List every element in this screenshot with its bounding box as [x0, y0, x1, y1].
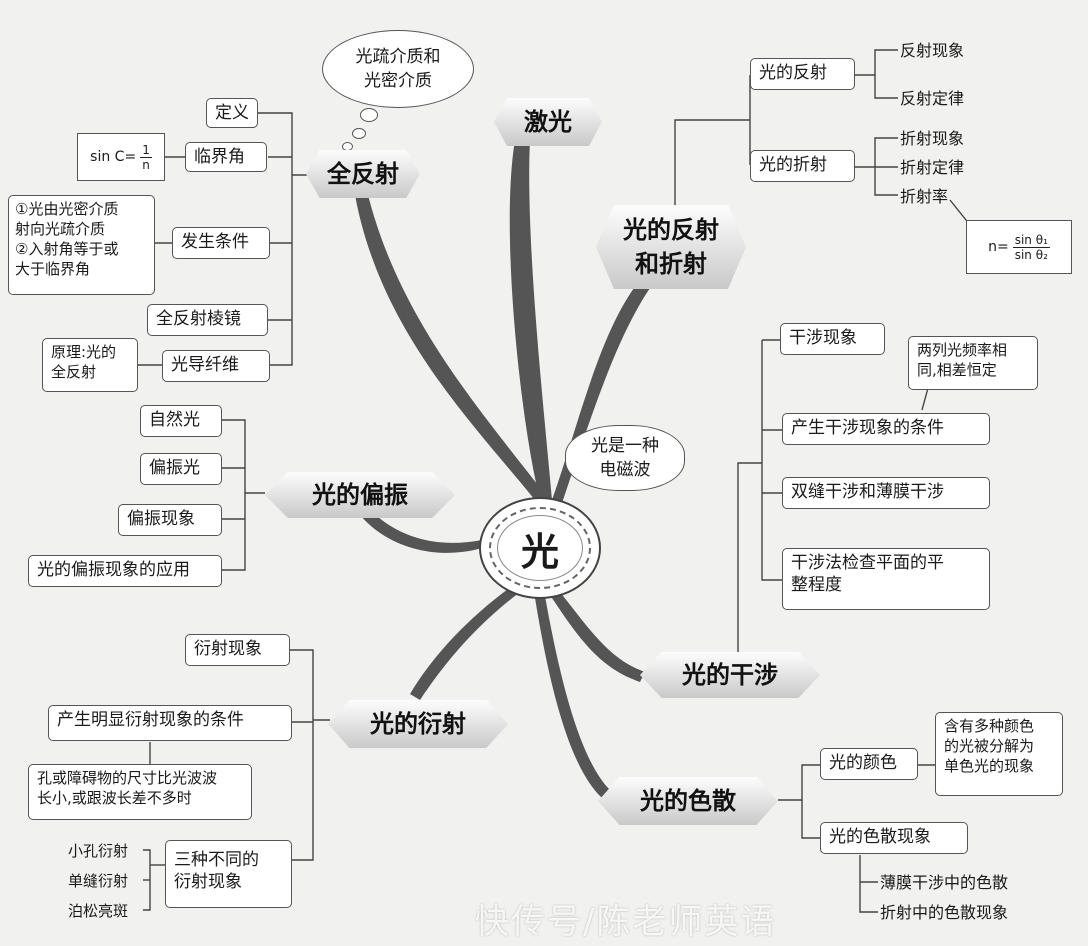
dif-phenomenon: 衍射现象: [185, 634, 290, 666]
branch-reflection-refraction-line-1: 光的反射: [623, 216, 719, 244]
rr-reflection-item-2: 反射定律: [900, 89, 965, 108]
rr-refraction-item-1: 折射现象: [900, 129, 965, 148]
tr-condition-line-2: 射向光疏介质: [15, 220, 106, 238]
int-flatness-line-1: 干涉法检查平面的平: [791, 553, 944, 573]
disp-note-line-2: 的光被分解为: [944, 737, 1035, 755]
tr-fiber: 光导纤维: [162, 350, 270, 382]
dif-type-pinhole: 小孔衍射: [68, 842, 129, 860]
center-ring-inner: [497, 515, 583, 581]
bubble-line-1: 光疏介质和: [355, 47, 441, 67]
int-phenomenon: 干涉现象: [780, 323, 885, 355]
center-label: 光: [520, 529, 559, 574]
branch-interference: 光的干涉: [640, 652, 820, 698]
center-node: 光: [479, 497, 601, 599]
rr-reflection: 光的反射: [750, 58, 855, 90]
trunk-branches: [355, 140, 650, 798]
bubble-dot-3: [342, 142, 353, 151]
tr-fiber-line-2: 全反射: [51, 363, 97, 381]
tr-formula-num: 1: [140, 142, 152, 158]
rr-reflection-item-1: 反射现象: [900, 41, 965, 60]
bubble-line-2: 光密介质: [364, 71, 432, 91]
pol-phenomenon: 偏振现象: [118, 504, 222, 536]
branch-reflection-refraction: 光的反射 和折射: [596, 205, 746, 289]
branch-polarization: 光的偏振: [265, 472, 455, 518]
disp-color: 光的颜色: [820, 748, 918, 780]
pol-natural-light: 自然光: [140, 405, 222, 437]
disp-note-line-1: 含有多种颜色: [944, 717, 1035, 735]
branch-laser: 激光: [494, 98, 602, 146]
dif-types: 三种不同的 衍射现象: [165, 840, 292, 908]
watermark: 快传号/陈老师英语: [475, 902, 777, 942]
dif-type-single-slit: 单缝衍射: [68, 872, 129, 890]
dif-types-line-2: 衍射现象: [174, 872, 242, 892]
center-note-line-2: 电磁波: [599, 460, 651, 480]
rr-formula-den: sin θ₂: [1014, 247, 1048, 262]
rr-formula-lhs: n=: [988, 239, 1009, 255]
pol-application: 光的偏振现象的应用: [28, 555, 222, 587]
dif-type-poisson-spot: 泊松亮斑: [68, 902, 129, 920]
dif-detail-line-1: 孔或障碍物的尺寸比光波波: [37, 769, 218, 787]
tr-fiber-principle: 原理:光的 全反射: [42, 338, 138, 392]
tr-critical-formula: sin C= 1 n: [77, 133, 165, 181]
branch-dispersion: 光的色散: [598, 777, 778, 825]
center-note-line-1: 光是一种: [591, 436, 659, 456]
tr-condition-line-3: ②入射角等于或: [15, 240, 119, 258]
disp-phenomenon: 光的色散现象: [820, 822, 968, 854]
rr-index-formula: n= sin θ₁ sin θ₂: [966, 220, 1072, 274]
int-note-line-1: 两列光频率相: [917, 341, 1008, 359]
tr-condition-detail: ①光由光密介质 射向光疏介质 ②入射角等于或 大于临界角: [8, 195, 155, 295]
center-note-bubble: 光是一种 电磁波: [565, 425, 685, 491]
pol-polarized-light: 偏振光: [140, 453, 222, 485]
tr-condition: 发生条件: [172, 227, 270, 259]
rr-formula-num: sin θ₁: [1012, 232, 1050, 248]
int-note-line-2: 同,相差恒定: [917, 361, 997, 379]
dif-condition: 产生明显衍射现象的条件: [48, 705, 292, 741]
rr-formula-fraction: sin θ₁ sin θ₂: [1012, 232, 1050, 262]
branch-total-reflection: 全反射: [306, 150, 420, 198]
int-condition-note: 两列光频率相 同,相差恒定: [908, 336, 1038, 390]
dif-detail-line-2: 长小,或跟波长差不多时: [37, 789, 192, 807]
rr-refraction-item-2: 折射定律: [900, 158, 965, 177]
tr-condition-line-1: ①光由光密介质: [15, 200, 119, 218]
disp-item-film: 薄膜干涉中的色散: [880, 873, 1009, 892]
tr-critical-angle: 临界角: [185, 142, 267, 172]
int-condition: 产生干涉现象的条件: [782, 413, 990, 445]
tr-fiber-line-1: 原理:光的: [51, 343, 117, 361]
bubble-dot-1: [360, 108, 378, 122]
disp-note-line-3: 单色光的现象: [944, 757, 1035, 775]
bubble-dot-2: [352, 128, 366, 139]
int-double-slit: 双缝干涉和薄膜干涉: [782, 477, 990, 509]
center-ring-outer: [489, 507, 591, 589]
rr-refraction: 光的折射: [750, 150, 855, 182]
branch-reflection-refraction-line-2: 和折射: [635, 250, 707, 278]
tr-formula-fraction: 1 n: [140, 143, 152, 172]
disp-color-note: 含有多种颜色 的光被分解为 单色光的现象: [935, 712, 1063, 796]
rr-refraction-item-3: 折射率: [900, 187, 949, 206]
tr-definition: 定义: [206, 98, 258, 128]
dif-types-line-1: 三种不同的: [174, 850, 259, 870]
tr-formula-lhs: sin C=: [90, 149, 137, 165]
tr-formula-den: n: [142, 157, 150, 172]
disp-item-refraction: 折射中的色散现象: [880, 903, 1009, 922]
tr-prism: 全反射棱镜: [147, 304, 268, 336]
branch-diffraction: 光的衍射: [328, 700, 508, 748]
int-flatness: 干涉法检查平面的平 整程度: [782, 548, 990, 610]
tr-condition-line-4: 大于临界角: [15, 260, 91, 278]
total-reflection-thought-bubble: 光疏介质和 光密介质: [322, 30, 474, 108]
dif-condition-detail: 孔或障碍物的尺寸比光波波 长小,或跟波长差不多时: [28, 764, 252, 820]
int-flatness-line-2: 整程度: [791, 575, 842, 595]
